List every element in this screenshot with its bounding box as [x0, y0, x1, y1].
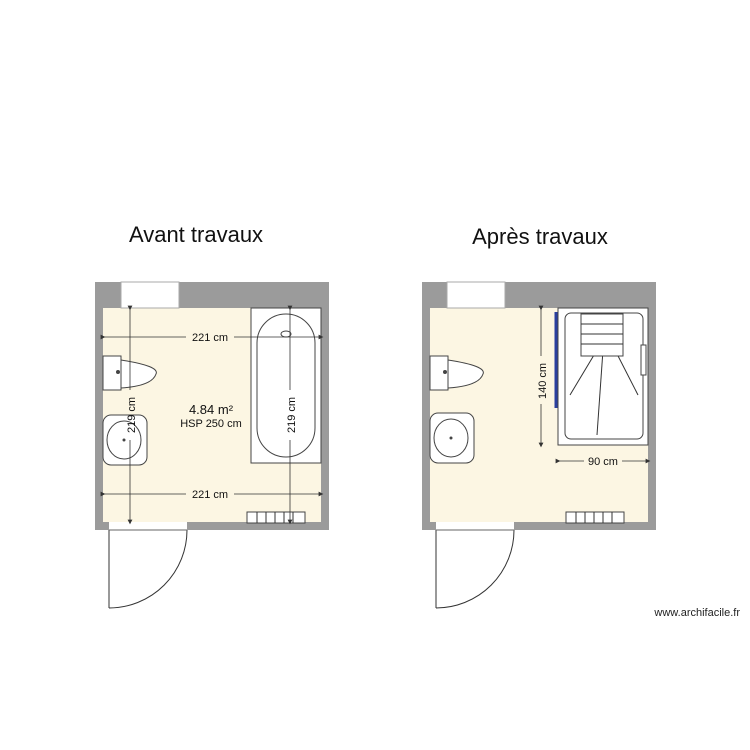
room-area: 4.84 m²: [189, 402, 234, 417]
dimension-shower-depth: 140 cm: [537, 305, 549, 448]
dim-shower-width-label: 90 cm: [588, 456, 618, 468]
dimension-left-height: 219 cm: [126, 305, 138, 525]
plan-before: Avant travaux: [95, 222, 329, 609]
credit-watermark: www.archifacile.fr: [653, 607, 740, 619]
door-opening: [109, 522, 187, 530]
dim-top-width-label: 221 cm: [192, 332, 228, 344]
dim-right-height-label: 219 cm: [286, 397, 298, 433]
sink: [102, 414, 148, 466]
door: [108, 529, 188, 609]
bathtub: [250, 307, 322, 464]
room-hsp: HSP 250 cm: [180, 418, 242, 430]
door: [435, 529, 515, 609]
window: [120, 281, 180, 309]
window: [446, 281, 506, 309]
dimension-right-height: 219 cm: [286, 305, 298, 525]
toilet: [429, 355, 484, 391]
radiator: [565, 511, 625, 524]
dim-shower-depth-label: 140 cm: [537, 363, 549, 399]
radiator: [246, 511, 306, 524]
dimension-shower-width: 90 cm: [555, 456, 651, 468]
door-opening: [436, 522, 514, 530]
shower-seat: [580, 313, 624, 357]
shower: [557, 307, 649, 446]
dimension-bottom-width: 221 cm: [100, 489, 324, 501]
dim-bottom-width-label: 221 cm: [192, 489, 228, 501]
sink: [429, 412, 475, 464]
dimension-top-width: 221 cm: [100, 332, 324, 344]
plan-after: Après travaux: [422, 224, 656, 609]
plan-before-title: Avant travaux: [129, 222, 263, 247]
dim-left-height-label: 219 cm: [126, 397, 138, 433]
shower-tap: [640, 344, 647, 376]
plan-after-title: Après travaux: [472, 224, 608, 249]
